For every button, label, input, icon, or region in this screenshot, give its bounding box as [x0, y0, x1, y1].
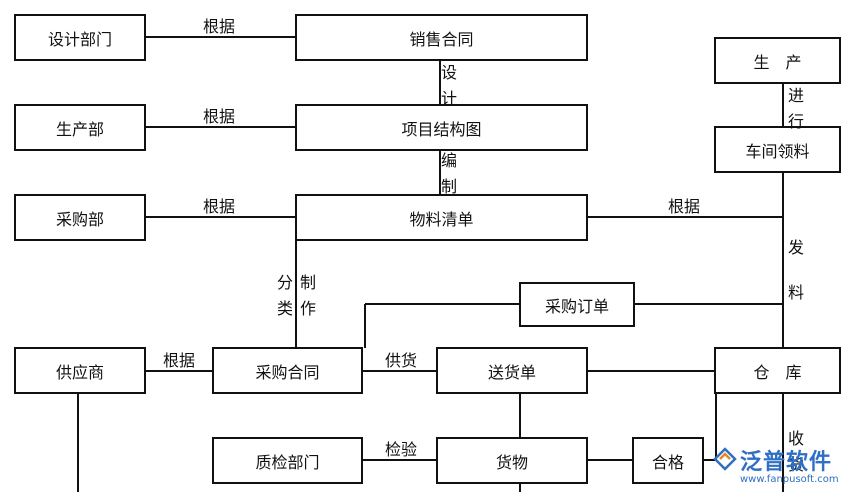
- edge-label-char: 发: [787, 238, 804, 257]
- goods-box: 货物: [436, 437, 588, 484]
- project-structure-box: 项目结构图: [295, 104, 588, 151]
- edge-label-issue: 发 料: [787, 225, 805, 315]
- goods-label: 货物: [495, 452, 528, 472]
- edge-label-char: 分: [276, 273, 293, 292]
- edge-label-basis: 根据: [668, 197, 701, 216]
- workshop-requisition-label: 车间领料: [745, 141, 810, 161]
- purchase-order-label: 采购订单: [544, 296, 609, 316]
- purchase-dept-box: 采购部: [14, 194, 146, 241]
- edge-label-basis: 根据: [203, 107, 236, 126]
- supplier-label: 供应商: [55, 362, 104, 382]
- edge-label-proceed: 进 行: [787, 83, 805, 135]
- qualified-box: 合格: [632, 437, 704, 484]
- edge-label-char: 编: [440, 151, 457, 170]
- workshop-requisition-box: 车间领料: [714, 126, 841, 173]
- logo-name: 泛普软件: [740, 450, 833, 475]
- warehouse-box: 仓 库: [714, 347, 841, 394]
- production-dept-label: 生产部: [55, 119, 104, 139]
- edge-label-char: 类: [276, 299, 293, 318]
- edge-label-supply: 供货: [385, 351, 418, 370]
- qualified-label: 合格: [651, 452, 684, 472]
- project-structure-label: 项目结构图: [401, 119, 482, 139]
- edge-label-char: 行: [787, 112, 804, 131]
- qc-dept-label: 质检部门: [255, 452, 320, 472]
- watermark-logo: 泛普软件 www.fanpusoft.com: [712, 444, 840, 490]
- edge-label-receive: 收 货: [787, 426, 805, 478]
- logo-url: www.fanpusoft.com: [740, 474, 839, 485]
- purchase-contract-label: 采购合同: [255, 362, 320, 382]
- logo-mark-icon: [713, 447, 737, 471]
- edge-label-classify: 分 类: [276, 270, 294, 322]
- edge-label-basis: 根据: [203, 17, 236, 36]
- edge-label-char: 进: [787, 86, 804, 105]
- production-box: 生 产: [714, 37, 841, 84]
- purchase-order-box: 采购订单: [519, 282, 635, 327]
- edge-label-design: 设 计: [440, 60, 458, 112]
- warehouse-label: 仓 库: [753, 362, 802, 382]
- edge-label-char: 料: [787, 283, 804, 302]
- qc-dept-box: 质检部门: [212, 437, 363, 484]
- sales-contract-label: 销售合同: [409, 29, 474, 49]
- edge-label-basis: 根据: [203, 197, 236, 216]
- purchase-contract-box: 采购合同: [212, 347, 363, 394]
- design-dept-label: 设计部门: [47, 29, 112, 49]
- purchase-dept-label: 采购部: [55, 209, 104, 229]
- supplier-box: 供应商: [14, 347, 146, 394]
- bill-of-materials-label: 物料清单: [409, 209, 474, 229]
- edge-label-char: 设: [440, 63, 457, 82]
- edge-label-inspect: 检验: [385, 440, 418, 459]
- sales-contract-box: 销售合同: [295, 14, 588, 61]
- edge-label-char: 作: [299, 299, 316, 318]
- edge-label-char: 制: [440, 177, 457, 196]
- edge-label-char: 收: [787, 429, 804, 448]
- design-dept-box: 设计部门: [14, 14, 146, 61]
- edge-label-char: 计: [440, 89, 457, 108]
- production-dept-box: 生产部: [14, 104, 146, 151]
- bill-of-materials-box: 物料清单: [295, 194, 588, 241]
- edge-label-basis: 根据: [163, 351, 196, 370]
- edge-label-make: 制 作: [299, 270, 317, 322]
- edge-label-compile: 编 制: [440, 148, 458, 200]
- production-label: 生 产: [753, 52, 802, 72]
- delivery-note-box: 送货单: [436, 347, 588, 394]
- edge-label-char: 货: [787, 455, 804, 474]
- delivery-note-label: 送货单: [487, 362, 536, 382]
- edge-label-char: 制: [299, 273, 316, 292]
